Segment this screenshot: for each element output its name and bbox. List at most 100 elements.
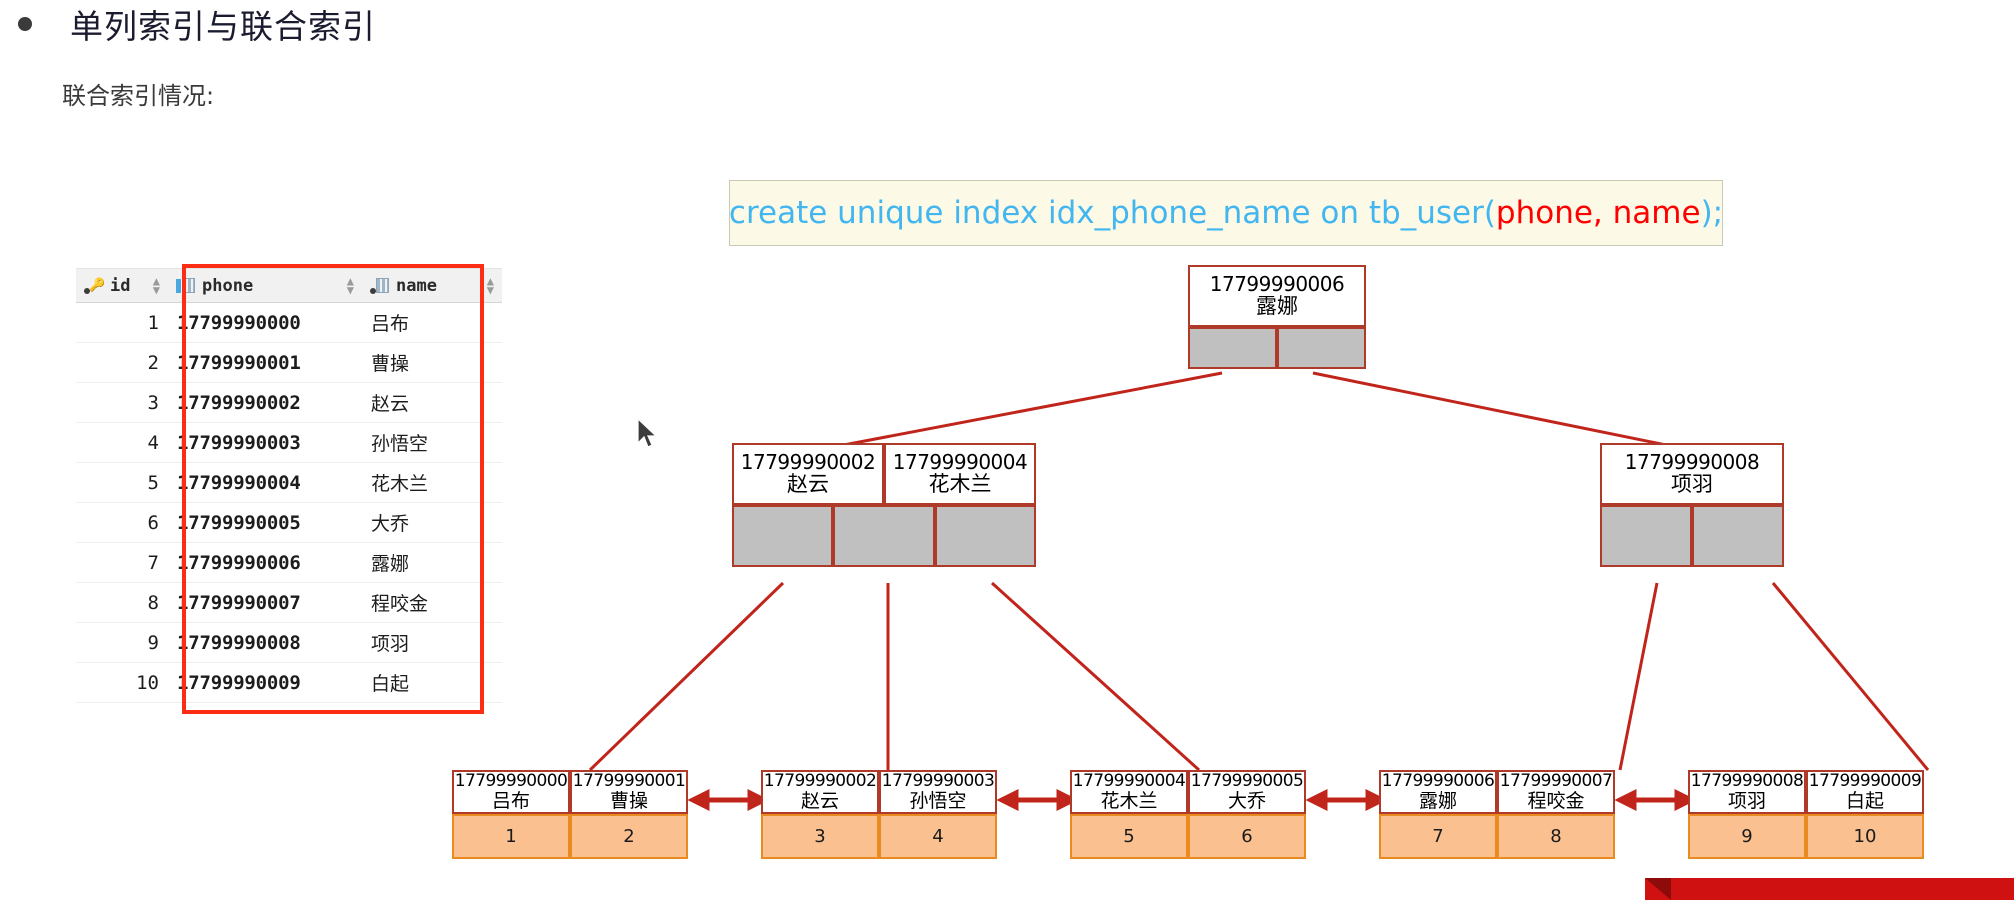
cell-phone[interactable]: 17799990005: [168, 502, 362, 543]
cell-name[interactable]: 程咬金: [362, 582, 502, 623]
tree-key-name: 项羽: [1671, 472, 1713, 497]
banner-wedge-icon: [1645, 878, 1671, 900]
cell-phone[interactable]: 17799990000: [168, 302, 362, 343]
leaf-value-cell: 7: [1379, 814, 1497, 859]
cell-name[interactable]: 曹操: [362, 342, 502, 383]
leaf-key-name: 吕布: [491, 789, 530, 812]
leaf-value-cell: 4: [879, 814, 997, 859]
cell-phone[interactable]: 17799990006: [168, 542, 362, 583]
cell-phone[interactable]: 17799990009: [168, 662, 362, 703]
sql-highlight-columns: phone, name: [1495, 195, 1701, 231]
tree-node-pointer-cell: [1188, 327, 1277, 369]
grid-header-row: 🔑 id ▲▼ phone ▲▼: [76, 268, 502, 303]
cell-phone[interactable]: 17799990002: [168, 382, 362, 423]
leaf-key-phone: 17799990003: [881, 771, 995, 792]
cell-id[interactable]: 6: [76, 502, 168, 543]
mouse-cursor-icon: [637, 418, 658, 448]
leaf-key-name: 白起: [1845, 789, 1884, 812]
cell-name[interactable]: 露娜: [362, 542, 502, 583]
leaf-value-cell: 9: [1688, 814, 1806, 859]
tree-node-pointer-cell: [1692, 505, 1784, 567]
tree-node-pointer-cell: [1277, 327, 1366, 369]
sql-statement: create unique index idx_phone_name on tb…: [729, 195, 1723, 231]
cell-name[interactable]: 花木兰: [362, 462, 502, 503]
leaf-key-name: 花木兰: [1100, 789, 1158, 812]
cell-phone[interactable]: 17799990003: [168, 422, 362, 463]
tree-key-phone: 17799990004: [892, 450, 1028, 475]
cell-id[interactable]: 7: [76, 542, 168, 583]
tree-key-phone: 17799990006: [1209, 272, 1345, 297]
leaf-value-cell: 8: [1497, 814, 1615, 859]
sub-heading: 联合索引情况:: [62, 82, 215, 110]
column-header-phone-label: phone: [202, 275, 254, 296]
leaf-key-phone: 17799990009: [1808, 771, 1922, 792]
leaf-value-cell: 10: [1806, 814, 1924, 859]
tb-user-data-grid: 🔑 id ▲▼ phone ▲▼: [76, 268, 502, 703]
cell-name[interactable]: 吕布: [362, 302, 502, 343]
bullet-dot-icon: [18, 17, 32, 31]
cell-name[interactable]: 白起: [362, 662, 502, 703]
tree-node-pointer-cell: [1600, 505, 1692, 567]
leaf-key-name: 项羽: [1727, 789, 1766, 812]
cell-id[interactable]: 3: [76, 382, 168, 423]
column-header-name[interactable]: name ▲▼: [362, 268, 502, 303]
sort-toggle-id-icon[interactable]: ▲▼: [152, 273, 160, 297]
cell-phone[interactable]: 17799990007: [168, 582, 362, 623]
tree-node-pointer-cell: [833, 505, 935, 567]
indexed-column-icon: [176, 277, 195, 294]
leaf-key-phone: 17799990006: [1381, 771, 1495, 792]
leaf-key-name: 曹操: [609, 789, 648, 812]
cell-id[interactable]: 4: [76, 422, 168, 463]
cell-name[interactable]: 大乔: [362, 502, 502, 543]
cell-id[interactable]: 10: [76, 662, 168, 703]
leaf-key-phone: 17799990001: [572, 771, 686, 792]
tree-key-name: 花木兰: [928, 472, 992, 497]
leaf-key-name: 赵云: [800, 789, 839, 812]
cell-name[interactable]: 孙悟空: [362, 422, 502, 463]
cell-id[interactable]: 2: [76, 342, 168, 383]
sql-prefix: create unique index idx_phone_name on tb…: [728, 195, 1496, 231]
column-header-id[interactable]: 🔑 id ▲▼: [76, 268, 168, 303]
cell-phone[interactable]: 17799990008: [168, 622, 362, 663]
cell-name[interactable]: 赵云: [362, 382, 502, 423]
cell-id[interactable]: 5: [76, 462, 168, 503]
cell-id[interactable]: 8: [76, 582, 168, 623]
leaf-key-phone: 17799990008: [1690, 771, 1804, 792]
leaf-key-phone: 17799990007: [1499, 771, 1613, 792]
page-title: 单列索引与联合索引: [70, 7, 376, 46]
sort-toggle-phone-icon[interactable]: ▲▼: [346, 273, 354, 297]
column-header-phone[interactable]: phone ▲▼: [168, 268, 362, 303]
cell-id[interactable]: 9: [76, 622, 168, 663]
leaf-key-name: 露娜: [1418, 789, 1457, 812]
tree-key-phone: 17799990002: [740, 450, 876, 475]
cell-phone[interactable]: 17799990004: [168, 462, 362, 503]
cell-name[interactable]: 项羽: [362, 622, 502, 663]
cell-id[interactable]: 1: [76, 302, 168, 343]
leaf-value-cell: 1: [452, 814, 570, 859]
indexed-column-icon: [370, 277, 389, 294]
column-header-name-label: name: [396, 275, 437, 296]
sort-toggle-name-icon[interactable]: ▲▼: [486, 273, 494, 297]
cell-phone[interactable]: 17799990001: [168, 342, 362, 383]
leaf-key-phone: 17799990002: [763, 771, 877, 792]
